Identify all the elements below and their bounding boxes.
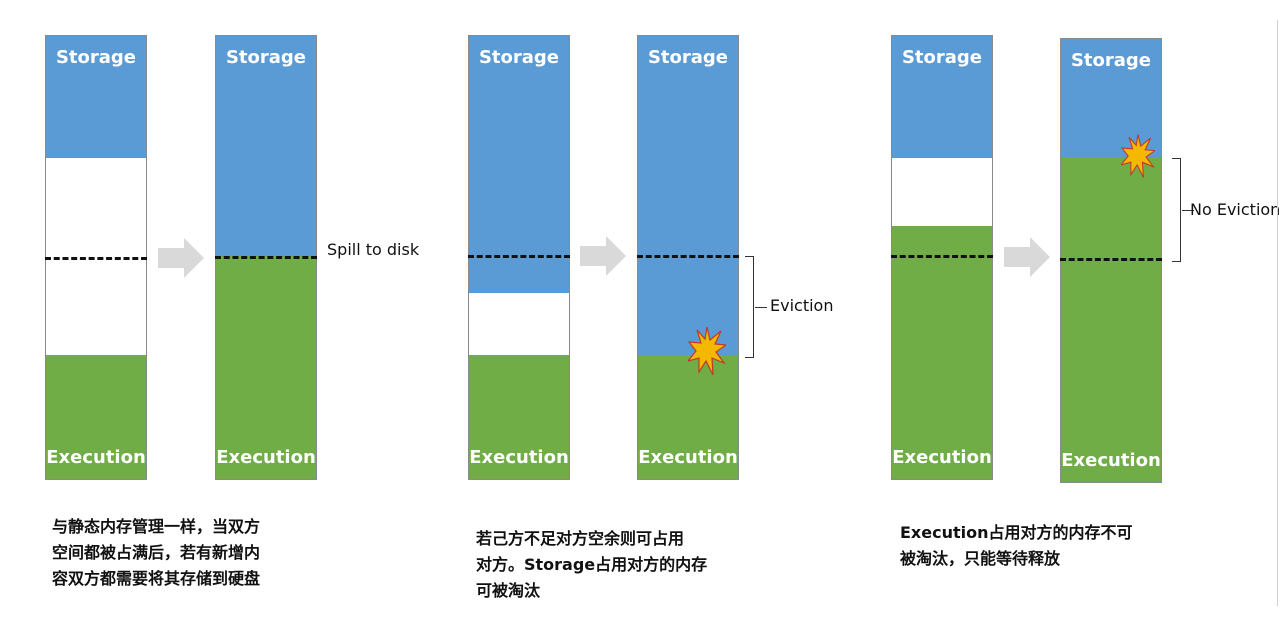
storage-label: Storage — [478, 47, 560, 68]
storage-segment — [892, 36, 992, 158]
storage-label: Storage — [225, 47, 307, 68]
storage-label: Storage — [901, 47, 983, 68]
eviction-bracket — [745, 256, 767, 358]
right-border — [1277, 20, 1278, 606]
no-eviction-bracket — [1172, 158, 1194, 262]
panel3-caption: Execution占用对方的内存不可 被淘汰，只能等待释放 — [900, 523, 1133, 568]
divider-line — [468, 255, 570, 258]
spill-to-disk-label: Spill to disk — [327, 240, 420, 259]
storage-label: Storage — [55, 47, 137, 68]
execution-label: Execution — [638, 447, 738, 468]
right-arrow-icon — [158, 238, 204, 278]
storage-segment — [638, 36, 738, 357]
right-arrow-icon — [1004, 237, 1050, 277]
storage-label: Storage — [1070, 50, 1152, 71]
right-arrow-icon — [580, 236, 626, 276]
storage-segment — [1061, 39, 1161, 159]
execution-label: Execution — [469, 447, 569, 468]
execution-segment — [892, 226, 992, 479]
execution-label: Execution — [46, 447, 146, 468]
explosion-icon — [1121, 134, 1155, 178]
execution-segment — [469, 355, 569, 479]
execution-segment — [1061, 157, 1161, 482]
execution-segment — [638, 355, 738, 479]
divider-line — [45, 257, 147, 260]
divider-line — [637, 255, 739, 258]
execution-label: Execution — [892, 447, 992, 468]
divider-line — [1060, 258, 1162, 261]
storage-segment — [46, 36, 146, 158]
execution-segment — [216, 256, 316, 479]
storage-segment — [216, 36, 316, 258]
p2-after-bar: Storage Execution — [637, 35, 739, 480]
eviction-label: Eviction — [770, 296, 834, 315]
divider-line — [891, 255, 993, 258]
explosion-icon — [688, 327, 726, 375]
panel1-caption: 与静态内存管理一样，当双方 空间都被占满后，若有新增内 容双方都需要将其存储到硬… — [52, 517, 261, 588]
storage-label: Storage — [647, 47, 729, 68]
divider-line — [215, 256, 317, 259]
execution-segment — [46, 355, 146, 479]
panel2-caption: 若己方不足对方空余则可占用 对方。Storage占用对方的内存 可被淘汰 — [476, 529, 708, 600]
p1-after-bar: Storage Execution — [215, 35, 317, 480]
execution-label: Execution — [1061, 450, 1161, 471]
execution-label: Execution — [216, 447, 316, 468]
no-eviction-label: No Eviction — [1190, 200, 1281, 219]
storage-segment — [469, 36, 569, 293]
